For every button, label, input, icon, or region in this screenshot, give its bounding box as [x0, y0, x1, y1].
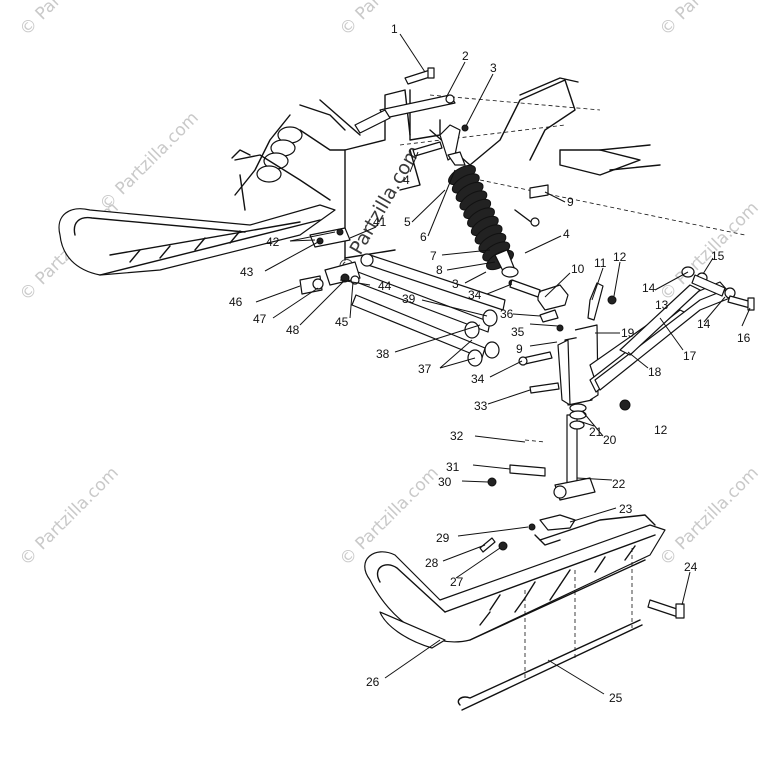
callout-35: 35	[511, 325, 525, 339]
shock-absorber	[439, 124, 519, 278]
callout-36: 36	[500, 307, 514, 321]
callout-29: 29	[436, 531, 450, 545]
callout-24: 24	[684, 560, 698, 574]
callout-44: 44	[378, 279, 392, 293]
callout-41: 41	[373, 215, 387, 229]
spindle-shaft	[553, 403, 596, 501]
callout-16: 16	[737, 331, 751, 345]
leader-lines	[255, 33, 751, 695]
callout-27: 27	[450, 575, 464, 589]
callout-26: 26	[366, 675, 380, 689]
front-ski	[364, 514, 666, 649]
callout-30: 30	[438, 475, 452, 489]
callout-39: 39	[402, 292, 416, 306]
callout-42: 42	[266, 235, 280, 249]
callout-12: 12	[613, 250, 627, 264]
callout-17: 17	[683, 349, 697, 363]
callout-45: 45	[335, 315, 349, 329]
part-14-15-bushings	[681, 266, 736, 299]
chassis-frame	[299, 77, 746, 261]
callout-13: 13	[655, 298, 669, 312]
callout-43: 43	[240, 265, 254, 279]
callout-3b: 3	[452, 277, 459, 291]
callout-25: 25	[609, 691, 623, 705]
callout-labels: 1 2 3 4 5 6 7 8 3 4 9 10 11 12 14 15 13 …	[229, 22, 751, 705]
callout-14: 14	[642, 281, 656, 295]
callout-18: 18	[648, 365, 662, 379]
part-2-bracket	[354, 94, 456, 134]
rear-left-ski	[58, 204, 336, 276]
callout-5: 5	[404, 215, 411, 229]
part-11-arm	[587, 282, 617, 321]
callout-14b: 14	[697, 317, 711, 331]
callout-20: 20	[603, 433, 617, 447]
part-31-pin	[509, 464, 546, 477]
part-34-bolts	[509, 279, 553, 366]
part-30-nut	[487, 477, 497, 487]
part-9-bracket	[514, 184, 549, 227]
part-33-bolt	[529, 382, 560, 394]
callout-4b: 4	[563, 227, 570, 241]
callout-2: 2	[462, 49, 469, 63]
part-24-bolt	[647, 599, 685, 619]
part-16-bolt	[727, 295, 755, 311]
callout-6: 6	[420, 230, 427, 244]
callout-33: 33	[474, 399, 488, 413]
callout-21: 21	[589, 425, 603, 439]
part-1-bolt	[404, 67, 435, 85]
ski-wear-bar	[457, 619, 643, 711]
callout-46: 46	[229, 295, 243, 309]
callout-15: 15	[711, 249, 725, 263]
part-3-bolt-upper	[412, 124, 469, 157]
callout-34a: 34	[468, 288, 482, 302]
callout-28: 28	[425, 556, 439, 570]
callout-12b: 12	[654, 423, 668, 437]
callout-38: 38	[376, 347, 390, 361]
part-12-nut-lower	[619, 399, 631, 411]
part-36-nut	[539, 309, 564, 332]
part-18-a-arm	[589, 281, 731, 393]
callout-22: 22	[612, 477, 626, 491]
callout-9b: 9	[516, 342, 523, 356]
callout-4: 4	[403, 173, 410, 187]
callout-48: 48	[286, 323, 300, 337]
upper-tie-rod	[360, 253, 506, 311]
callout-8: 8	[436, 263, 443, 277]
callout-10: 10	[571, 262, 585, 276]
callout-3: 3	[490, 61, 497, 75]
callout-9: 9	[567, 195, 574, 209]
rear-left-suspension	[231, 104, 346, 211]
part-27-28-29-hardware	[479, 523, 536, 553]
callout-19: 19	[621, 326, 635, 340]
lower-a-arm	[351, 271, 500, 367]
callout-32: 32	[450, 429, 464, 443]
callout-31: 31	[446, 460, 460, 474]
callout-7: 7	[430, 249, 437, 263]
callout-37: 37	[418, 362, 432, 376]
callout-1: 1	[391, 22, 398, 36]
callout-34: 34	[471, 372, 485, 386]
callout-47: 47	[253, 312, 267, 326]
callout-23: 23	[619, 502, 633, 516]
callout-11: 11	[594, 256, 607, 270]
